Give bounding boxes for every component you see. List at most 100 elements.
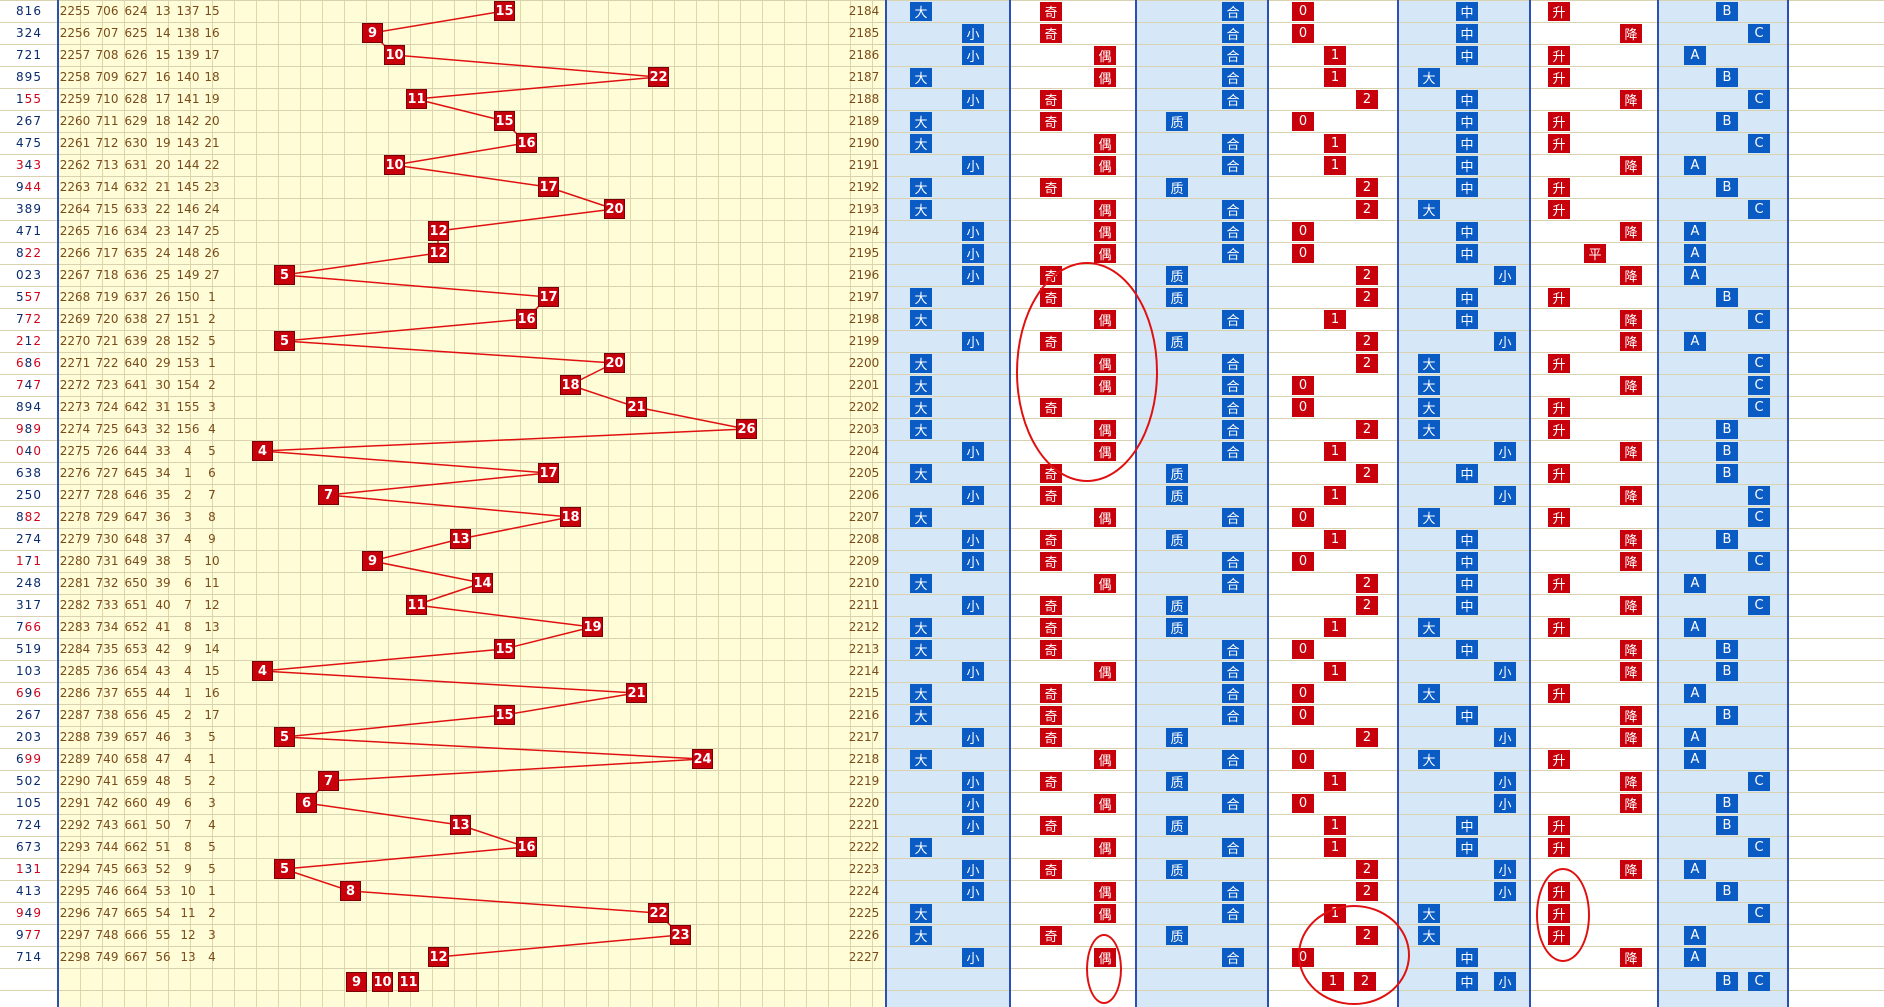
ball-marker: 20 (604, 353, 625, 373)
row-value-b: 629 (124, 114, 148, 128)
row-value-p: 2268 (59, 290, 91, 304)
row-value-c: 44 (155, 686, 171, 700)
ball-marker: 17 (538, 287, 559, 307)
code-digit: 7 (16, 620, 25, 634)
row-value-b: 667 (124, 950, 148, 964)
ball-marker: 17 (538, 177, 559, 197)
range-tag: 中 (1456, 222, 1478, 241)
row-value-b: 626 (124, 48, 148, 62)
row-value-p: 2255 (59, 4, 91, 18)
row-value-p: 2287 (59, 708, 91, 722)
prime-tag: 合 (1222, 90, 1244, 109)
row-value-a: 708 (95, 48, 119, 62)
grid-vline (212, 0, 213, 1007)
code-digit: 1 (24, 334, 34, 348)
road-tag: 0 (1292, 2, 1314, 21)
road-tag: 0 (1292, 794, 1314, 813)
prime-tag: 质 (1166, 596, 1188, 615)
size-tag: 大 (910, 112, 932, 131)
trend-tag: 降 (1620, 90, 1642, 109)
road-tag: 2 (1356, 332, 1378, 351)
prime-tag: 合 (1222, 46, 1244, 65)
row-value-b: 650 (124, 576, 148, 590)
abc-tag: B (1716, 640, 1738, 659)
trend-tag: 降 (1620, 310, 1642, 329)
row-value-c: 55 (155, 928, 171, 942)
code-digit: 9 (16, 180, 25, 194)
grid-vline (740, 0, 741, 1007)
row-value-c: 35 (155, 488, 171, 502)
code-digit: 1 (33, 48, 42, 62)
row-value-a: 741 (95, 774, 119, 788)
bg-band (1010, 0, 1136, 1007)
trend-tag: 降 (1620, 728, 1642, 747)
ball-marker: 21 (626, 683, 647, 703)
trend-tag: 降 (1620, 552, 1642, 571)
range-tag: 小 (1494, 794, 1516, 813)
code-digit: 3 (33, 730, 42, 744)
size-tag: 大 (910, 420, 932, 439)
code-digit: 0 (24, 730, 34, 744)
code-digit: 4 (33, 400, 42, 414)
prime-tag: 合 (1222, 794, 1244, 813)
row-value-c: 17 (155, 92, 171, 106)
grid-hline (0, 858, 1884, 859)
grid-hline (0, 638, 1884, 639)
code-digit: 9 (24, 70, 34, 84)
trend-tag: 降 (1620, 222, 1642, 241)
code-digit: 2 (24, 48, 34, 62)
ball-marker: 19 (582, 617, 603, 637)
row-value-b: 639 (124, 334, 148, 348)
row-value-a: 739 (95, 730, 119, 744)
row-period-tail: 2207 (848, 510, 880, 524)
range-tag: 中 (1456, 310, 1478, 329)
row-value-a: 732 (95, 576, 119, 590)
code-digit: 2 (24, 818, 34, 832)
row-value-b: 628 (124, 92, 148, 106)
row-value-p: 2257 (59, 48, 91, 62)
row-value-e: 1 (208, 884, 216, 898)
row-value-p: 2298 (59, 950, 91, 964)
row-value-p: 2258 (59, 70, 91, 84)
section-divider (1267, 0, 1269, 1007)
road-tag: 1 (1324, 816, 1346, 835)
code-digit: 3 (33, 268, 42, 282)
row-value-e: 9 (208, 532, 216, 546)
ball-marker: 15 (494, 705, 515, 725)
abc-tag: B (1716, 794, 1738, 813)
road-tag: 1 (1324, 310, 1346, 329)
trend-tag: 升 (1548, 816, 1570, 835)
row-value-p: 2276 (59, 466, 91, 480)
grid-hline (0, 44, 1884, 45)
code-digit: 8 (24, 510, 34, 524)
size-tag: 小 (962, 332, 984, 351)
road-tag: 1 (1324, 46, 1346, 65)
code-digit: 3 (16, 26, 25, 40)
row-value-c: 32 (155, 422, 171, 436)
row-value-p: 2282 (59, 598, 91, 612)
row-value-a: 742 (95, 796, 119, 810)
abc-tag: C (1748, 310, 1770, 329)
row-value-a: 747 (95, 906, 119, 920)
size-tag: 大 (910, 398, 932, 417)
code-digit: 6 (16, 686, 25, 700)
abc-tag: C (1748, 904, 1770, 923)
abc-tag: C (1748, 200, 1770, 219)
parity-tag: 奇 (1040, 728, 1062, 747)
row-value-a: 717 (95, 246, 119, 260)
range-tag: 小 (1494, 486, 1516, 505)
parity-tag: 奇 (1040, 860, 1062, 879)
row-value-a: 722 (95, 356, 119, 370)
size-tag: 大 (910, 134, 932, 153)
code-digit: 4 (16, 884, 25, 898)
prime-tag: 合 (1222, 2, 1244, 21)
grid-vline (718, 0, 719, 1007)
row-value-e: 5 (208, 862, 216, 876)
code-digit: 7 (33, 290, 42, 304)
section-divider (1787, 0, 1789, 1007)
row-value-e: 4 (208, 950, 216, 964)
code-digit: 9 (24, 686, 34, 700)
prime-tag: 质 (1166, 178, 1188, 197)
